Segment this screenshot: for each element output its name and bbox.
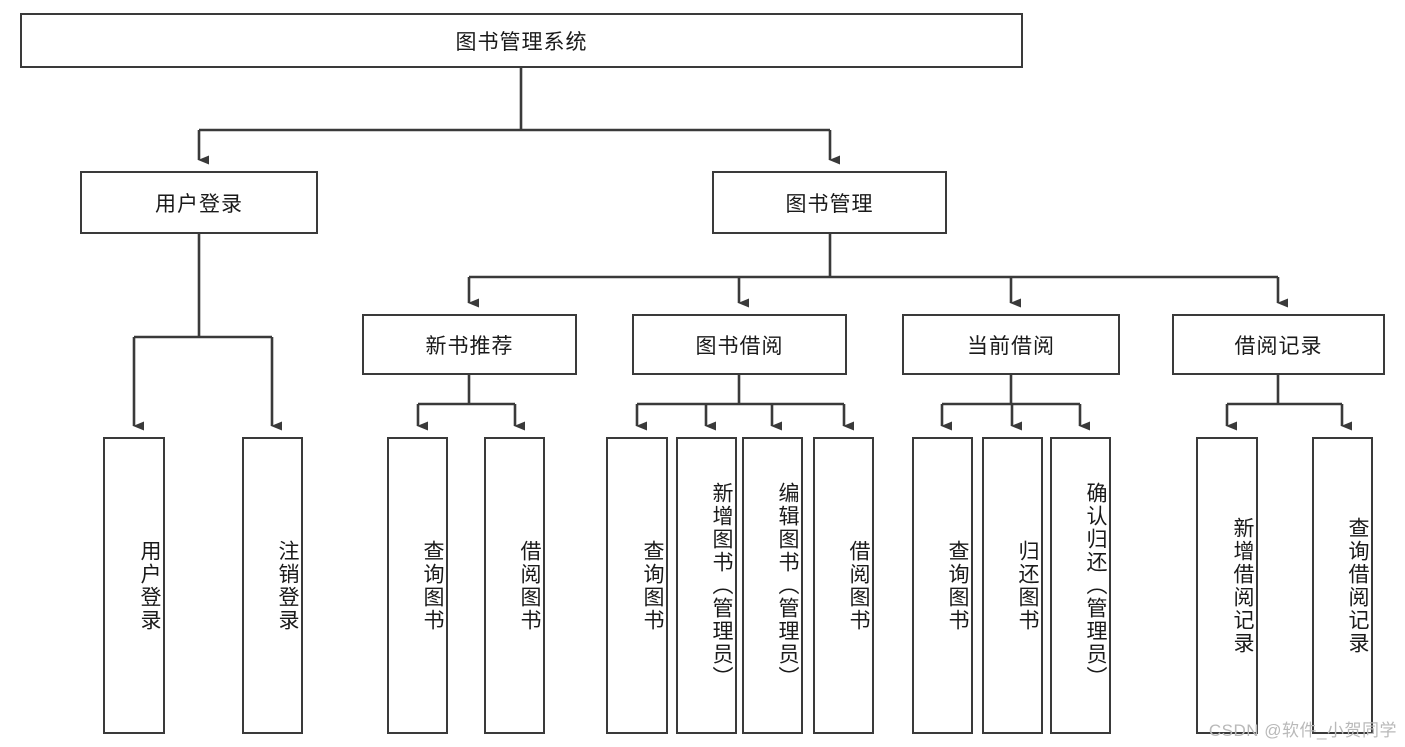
node-new-book-recommend[interactable]: 新书推荐 [362, 314, 577, 375]
node-borrow-record[interactable]: 借阅记录 [1172, 314, 1385, 375]
node-book-manage[interactable]: 图书管理 [712, 171, 947, 234]
leaf-add-book-admin[interactable]: 新增图书（管理员） [676, 437, 737, 734]
node-root[interactable]: 图书管理系统 [20, 13, 1023, 68]
leaf-confirm-return-admin[interactable]: 确认归还（管理员） [1050, 437, 1111, 734]
leaf-query-borrow-record[interactable]: 查询借阅记录 [1312, 437, 1373, 734]
leaf-query-book-recommend[interactable]: 查询图书 [387, 437, 448, 734]
watermark-text: CSDN @软件_小贺同学 [1208, 721, 1397, 740]
node-current-borrow[interactable]: 当前借阅 [902, 314, 1120, 375]
leaf-borrow-book[interactable]: 借阅图书 [813, 437, 874, 734]
leaf-query-book-borrow[interactable]: 查询图书 [606, 437, 668, 734]
leaf-add-borrow-record[interactable]: 新增借阅记录 [1196, 437, 1258, 734]
leaf-query-book-current[interactable]: 查询图书 [912, 437, 973, 734]
leaf-logout[interactable]: 注销登录 [242, 437, 303, 734]
leaf-borrow-book-recommend[interactable]: 借阅图书 [484, 437, 545, 734]
node-user-login[interactable]: 用户登录 [80, 171, 318, 234]
leaf-return-book[interactable]: 归还图书 [982, 437, 1043, 734]
node-book-borrow[interactable]: 图书借阅 [632, 314, 847, 375]
leaf-user-login[interactable]: 用户登录 [103, 437, 165, 734]
leaf-edit-book-admin[interactable]: 编辑图书（管理员） [742, 437, 803, 734]
